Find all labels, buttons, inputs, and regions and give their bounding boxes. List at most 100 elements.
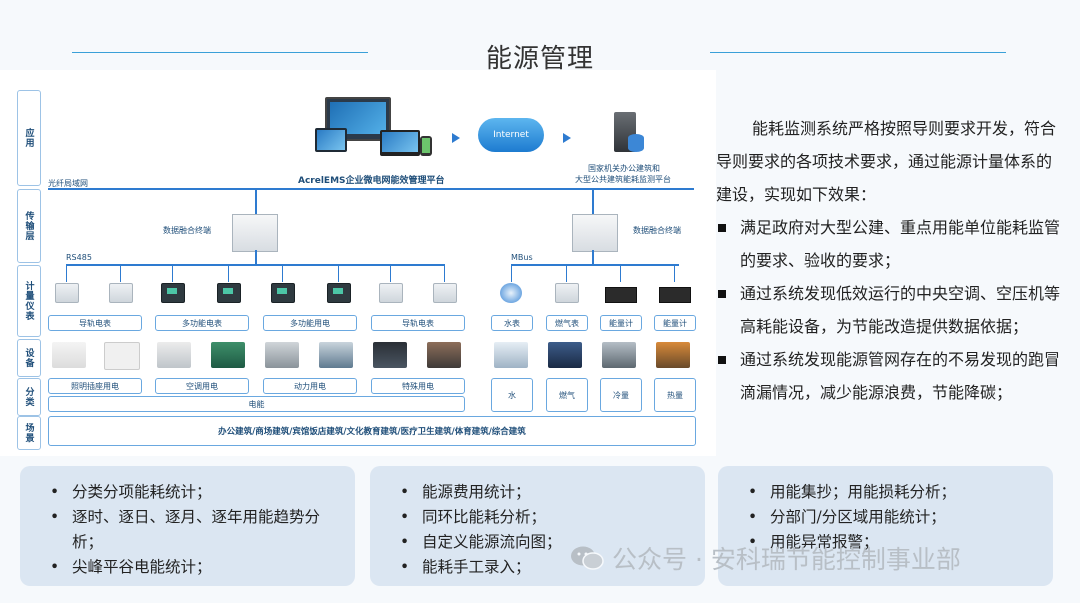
scene-box: 办公建筑/商场建筑/宾馆饭店建筑/文化教育建筑/医疗卫生建筑/体育建筑/综合建筑 xyxy=(48,416,696,446)
feature-item: 分类分项能耗统计； xyxy=(46,480,345,505)
effect-text: 满足政府对大型公建、重点用能单位能耗监管的要求、验收的要求； xyxy=(740,218,1061,270)
feature-card-3: 用能集抄；用能损耗分析； 分部门/分区域用能统计； 用能异常报警； xyxy=(718,466,1053,586)
network-line xyxy=(48,188,694,190)
row-label-application: 应用 xyxy=(17,90,41,186)
row-label-scene: 场景 xyxy=(17,416,41,450)
socket-photo xyxy=(104,342,140,370)
faucet-photo xyxy=(494,342,528,368)
multifunction-meter-image xyxy=(217,283,241,303)
effect-text: 通过系统发现低效运行的中央空调、空压机等高耗能设备，为节能改造提供数据依据； xyxy=(740,284,1061,336)
meter-group-box: 导轨电表 xyxy=(48,315,142,331)
row-label-equipment: 设备 xyxy=(17,339,41,377)
effects-panel: 能耗监测系统严格按照导则要求开发，符合导则要求的各项技术要求，通过能源计量体系的… xyxy=(716,112,1066,409)
laptop-image xyxy=(380,130,420,156)
din-meter-image xyxy=(109,283,133,303)
gov-platform-label-1: 国家机关办公建筑和 xyxy=(588,164,660,173)
ac-unit-photo xyxy=(157,342,191,368)
tablet-image xyxy=(315,128,347,152)
meter-group-box: 能量计 xyxy=(654,315,696,331)
internet-cloud: Internet xyxy=(478,118,544,152)
feature-item: 用能异常报警； xyxy=(744,530,1043,555)
title-rule-right xyxy=(710,52,1006,53)
meter-group-box: 导轨电表 xyxy=(371,315,465,331)
multifunction-meter-image xyxy=(271,283,295,303)
feature-item: 逐时、逐日、逐月、逐年用能趋势分析； xyxy=(46,505,345,555)
row-label-category: 分类 xyxy=(17,378,41,416)
energy-meter-image xyxy=(605,287,637,303)
electric-box: 电能 xyxy=(48,396,465,412)
watermark-text: 公众号 · 安科瑞节能控制事业部 xyxy=(612,545,961,574)
din-meter-image xyxy=(433,283,457,303)
feature-item: 同环比能耗分析； xyxy=(396,505,695,530)
gateway-left-image xyxy=(232,214,278,252)
feature-item: 能耗手工录入； xyxy=(396,555,695,580)
row-label-metering: 计量仪表 xyxy=(17,265,41,337)
gateway-left-label: 数据融合终端 xyxy=(163,226,211,235)
platform-label: AcrelEMS企业微电网能效管理平台 xyxy=(298,176,445,186)
pump-photo xyxy=(211,342,245,368)
multifunction-meter-image xyxy=(161,283,185,303)
effect-item: 通过系统发现能源管网存在的不易发现的跑冒滴漏情况，减少能源浪费，节能降碳； xyxy=(716,343,1066,409)
feature-item: 用能集抄；用能损耗分析； xyxy=(744,480,1043,505)
bus-left-label: RS485 xyxy=(66,253,92,262)
energy-type-box: 水 xyxy=(491,378,533,412)
phone-image xyxy=(420,136,432,156)
page-title: 能源管理 xyxy=(485,44,594,74)
category-box: 照明插座用电 xyxy=(48,378,142,394)
arrow-icon xyxy=(563,133,571,143)
link-line xyxy=(592,188,594,214)
energy-type-box: 燃气 xyxy=(546,378,588,412)
row-label-transport: 传输层 xyxy=(17,189,41,263)
meter-group-box: 多功能用电 xyxy=(263,315,357,331)
gateway-right-image xyxy=(572,214,618,252)
bus-right-label: MBus xyxy=(511,253,533,262)
link-line xyxy=(255,250,257,264)
arrow-icon xyxy=(452,133,460,143)
network-label: 光纤局域网 xyxy=(48,179,88,188)
bus-right-line xyxy=(511,264,679,266)
cabinet-photo xyxy=(265,342,299,368)
architecture-diagram: 应用 传输层 计量仪表 设备 分类 场景 AcrelEMS企业微电网能效管理平台… xyxy=(0,70,716,456)
chiller-photo xyxy=(602,342,636,368)
din-meter-image xyxy=(379,283,403,303)
effect-item: 通过系统发现低效运行的中央空调、空压机等高耗能设备，为节能改造提供数据依据； xyxy=(716,277,1066,343)
effect-item: 满足政府对大型公建、重点用能单位能耗监管的要求、验收的要求； xyxy=(716,211,1066,277)
title-rule-left xyxy=(72,52,368,53)
meter-group-box: 燃气表 xyxy=(546,315,588,331)
bus-left-line xyxy=(66,264,444,266)
din-meter-image xyxy=(55,283,79,303)
database-icon xyxy=(628,134,644,152)
gateway-right-label: 数据融合终端 xyxy=(633,226,681,235)
feature-card-2: 能源费用统计； 同环比能耗分析； 自定义能源流向图； 能耗手工录入； xyxy=(370,466,705,586)
category-box: 空调用电 xyxy=(155,378,249,394)
server-rack-photo xyxy=(373,342,407,368)
feature-item: 能源费用统计； xyxy=(396,480,695,505)
meter-group-box: 多功能电表 xyxy=(155,315,249,331)
motor-photo xyxy=(319,342,353,368)
category-box: 动力用电 xyxy=(263,378,357,394)
wechat-icon xyxy=(570,545,604,571)
gov-platform-label-2: 大型公共建筑能耗监测平台 xyxy=(575,175,671,184)
feature-item: 尖峰平谷电能统计； xyxy=(46,555,345,580)
feature-item: 分部门/分区域用能统计； xyxy=(744,505,1043,530)
feature-item: 自定义能源流向图； xyxy=(396,530,695,555)
watermark: 公众号 · 安科瑞节能控制事业部 xyxy=(570,540,961,576)
lamp-photo xyxy=(52,342,86,368)
meter-group-box: 水表 xyxy=(491,315,533,331)
link-line xyxy=(592,250,594,264)
meter-group-box: 能量计 xyxy=(600,315,642,331)
gas-meter-image xyxy=(555,283,579,303)
link-line xyxy=(255,188,257,214)
intro-text: 能耗监测系统严格按照导则要求开发，符合导则要求的各项技术要求，通过能源计量体系的… xyxy=(716,119,1057,204)
boiler-photo xyxy=(656,342,690,368)
energy-type-box: 热量 xyxy=(654,378,696,412)
effect-text: 通过系统发现能源管网存在的不易发现的跑冒滴漏情况，减少能源浪费，节能降碳； xyxy=(740,350,1061,402)
gas-stove-photo xyxy=(548,342,582,368)
category-box: 特殊用电 xyxy=(371,378,465,394)
kitchen-photo xyxy=(427,342,461,368)
feature-card-1: 分类分项能耗统计； 逐时、逐日、逐月、逐年用能趋势分析； 尖峰平谷电能统计； xyxy=(20,466,355,586)
multifunction-meter-image xyxy=(327,283,351,303)
water-meter-image xyxy=(500,283,522,303)
energy-meter-image xyxy=(659,287,691,303)
energy-type-box: 冷量 xyxy=(600,378,642,412)
